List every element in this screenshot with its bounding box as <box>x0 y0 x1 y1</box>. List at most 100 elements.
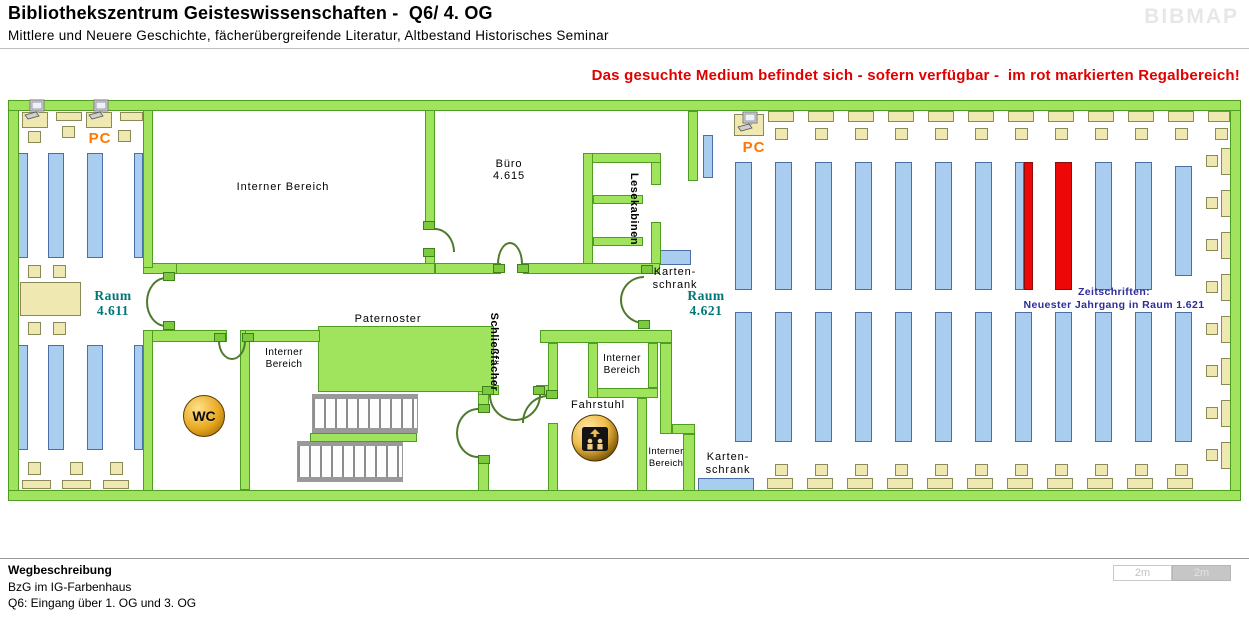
desk <box>928 111 954 122</box>
chair <box>1055 464 1068 476</box>
wall <box>683 434 695 491</box>
chair <box>53 322 66 335</box>
wall <box>153 263 435 274</box>
page-subtitle: Mittlere und Neuere Geschichte, fächerüb… <box>8 28 609 43</box>
desk <box>927 478 953 489</box>
header-divider <box>0 48 1249 49</box>
bookshelf <box>87 345 103 450</box>
door-swing-arc <box>489 395 515 421</box>
wall <box>143 330 153 501</box>
label-interner-bereich-box2: Interner Bereich <box>603 353 641 377</box>
label-zeitschriften-line2: Neuester Jahrgang in Raum 1.621 <box>1023 299 1205 311</box>
bookshelf <box>775 312 792 442</box>
door-hinge <box>517 264 529 273</box>
bookshelf <box>1055 312 1072 442</box>
bookshelf-highlighted <box>1055 162 1072 290</box>
chair <box>855 128 868 140</box>
wall <box>245 330 320 342</box>
bookshelf <box>735 312 752 442</box>
bibmap-logo: BIBMAP <box>1144 5 1239 28</box>
label-interner-lower-line1: Interner <box>648 446 684 457</box>
label-interner-box1-line1: Interner <box>265 347 303 358</box>
wall <box>8 490 1241 501</box>
label-kartenschrank-1-line2: schrank <box>652 279 698 291</box>
chair <box>1055 128 1068 140</box>
wall <box>593 237 643 246</box>
door-hinge <box>533 386 545 395</box>
label-interner-bereich-lower: Interner Bereich <box>648 446 683 470</box>
pc-icon <box>24 99 46 126</box>
label-kartenschrank-2-line1: Karten- <box>706 451 750 463</box>
chair <box>28 265 41 278</box>
desk <box>1048 111 1074 122</box>
label-kartenschrank-2: Karten- schrank <box>706 451 751 477</box>
label-pc-right: PC <box>742 139 766 156</box>
wall <box>548 343 558 395</box>
desk <box>968 111 994 122</box>
wall <box>648 343 658 388</box>
bookshelf <box>895 312 912 442</box>
desk <box>1128 111 1154 122</box>
door-swing-arc <box>510 242 523 264</box>
bookshelf <box>1095 312 1112 442</box>
scale-bar-left: 2m <box>1113 565 1172 581</box>
desk <box>62 480 91 489</box>
label-raum-4611-name: Raum <box>94 288 132 303</box>
bookshelf <box>935 312 952 442</box>
chair <box>1015 464 1028 476</box>
wall <box>588 388 658 398</box>
chair <box>53 265 66 278</box>
wall <box>8 100 1241 111</box>
chair <box>1206 239 1218 251</box>
chair <box>775 464 788 476</box>
desk <box>56 112 82 121</box>
door-swing-arc <box>456 408 478 433</box>
label-interner-lower-line2: Bereich <box>648 458 684 469</box>
wall <box>548 423 558 491</box>
desk <box>808 111 834 122</box>
desk <box>848 111 874 122</box>
door-hinge <box>423 248 435 257</box>
label-interner-bereich-top: Interner Bereich <box>236 181 330 193</box>
door-hinge <box>163 272 175 281</box>
door-swing-arc <box>497 242 510 264</box>
desk <box>103 480 129 489</box>
wall <box>523 263 660 274</box>
chair <box>1206 365 1218 377</box>
bookshelf <box>855 162 872 290</box>
bookshelf <box>703 135 713 178</box>
chair <box>1206 155 1218 167</box>
door-hinge <box>478 455 490 464</box>
desk <box>847 478 873 489</box>
chair <box>28 462 41 475</box>
door-swing-arc <box>435 228 455 252</box>
wc-icon: WC <box>183 395 225 437</box>
bookshelf <box>1175 166 1192 276</box>
chair <box>1095 128 1108 140</box>
desk <box>22 480 51 489</box>
wall <box>637 398 647 491</box>
wall <box>425 100 435 230</box>
wall <box>435 263 501 274</box>
bookshelf <box>1095 162 1112 290</box>
footer-line1: BzG im IG-Farbenhaus <box>8 580 132 594</box>
desk <box>767 478 793 489</box>
highlight-notice: Das gesuchte Medium befindet sich - sofe… <box>591 67 1240 84</box>
bookshelf <box>1135 312 1152 442</box>
page-title: Bibliothekszentrum Geisteswissenschaften… <box>8 3 493 23</box>
chair <box>1206 197 1218 209</box>
label-buero-number: 4.615 <box>492 170 526 182</box>
bookshelf <box>935 162 952 290</box>
bookshelf <box>775 162 792 290</box>
chair <box>1206 323 1218 335</box>
bookshelf <box>1015 312 1032 442</box>
chair <box>110 462 123 475</box>
desk <box>1168 111 1194 122</box>
bookshelf <box>1015 162 1024 290</box>
label-interner-box2-line2: Bereich <box>603 365 641 376</box>
desk <box>1087 478 1113 489</box>
label-interner-box1-line2: Bereich <box>265 359 303 370</box>
chair <box>855 464 868 476</box>
bookshelf <box>815 162 832 290</box>
chair <box>935 464 948 476</box>
